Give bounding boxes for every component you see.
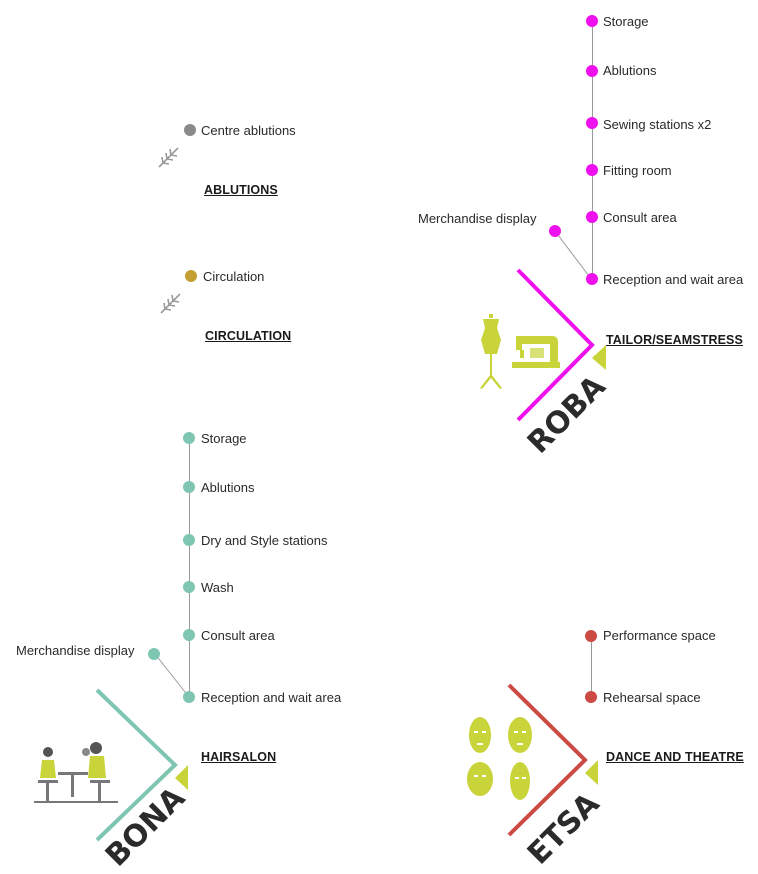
tailor-spine-line: [592, 20, 593, 280]
hairsalon-label-ablutions: Ablutions: [201, 480, 255, 495]
tailor-label-sewing: Sewing stations x2: [603, 117, 712, 132]
sewing-machine-icon: [512, 336, 560, 368]
tailor-label-reception: Reception and wait area: [603, 272, 744, 287]
hairsalon-label-wash: Wash: [201, 580, 234, 595]
hairsalon-node-dry-style: [183, 534, 195, 546]
tailor-label-consult: Consult area: [603, 210, 677, 225]
tailor-node-merchandise: [549, 225, 561, 237]
tailor-title: TAILOR/SEAMSTRESS: [606, 333, 743, 347]
tailor-node-sewing: [586, 117, 598, 129]
tailor-label-fitting: Fitting room: [603, 163, 672, 178]
tailor-label-ablutions: Ablutions: [603, 63, 657, 78]
feather-icon: [160, 293, 181, 314]
mannequin-icon: [480, 314, 502, 389]
dance-node-performance: [585, 630, 597, 642]
dance-spine-line: [591, 636, 592, 698]
ablutions-item-label: Centre ablutions: [201, 123, 296, 138]
ablutions-title: ABLUTIONS: [204, 183, 278, 197]
dance-label-performance: Performance space: [603, 628, 716, 643]
hairsalon-node-reception: [183, 691, 195, 703]
tailor-node-storage: [586, 15, 598, 27]
dance-label-rehearsal: Rehearsal space: [603, 690, 701, 705]
hairsalon-spine-line: [189, 438, 190, 698]
dance-title: DANCE AND THEATRE: [606, 750, 744, 764]
circulation-item-label: Circulation: [203, 269, 265, 284]
circulation-node: [185, 270, 197, 282]
tailor-node-ablutions: [586, 65, 598, 77]
hairsalon-node-wash: [183, 581, 195, 593]
hairsalon-label-dry-style: Dry and Style stations: [201, 533, 328, 548]
hairsalon-label-reception: Reception and wait area: [201, 690, 342, 705]
tailor-node-reception: [586, 273, 598, 285]
ablutions-node: [184, 124, 196, 136]
hairsalon-node-consult: [183, 629, 195, 641]
feather-icon: [158, 147, 179, 168]
tailor-node-fitting: [586, 164, 598, 176]
hairsalon-node-storage: [183, 432, 195, 444]
hairsalon-label-storage: Storage: [201, 431, 247, 446]
hairsalon-node-merchandise: [148, 648, 160, 660]
hairsalon-label-consult: Consult area: [201, 628, 275, 643]
tailor-node-consult: [586, 211, 598, 223]
tailor-label-merchandise: Merchandise display: [418, 211, 537, 226]
dance-node-rehearsal: [585, 691, 597, 703]
hairsalon-title: HAIRSALON: [201, 750, 277, 764]
salon-scene-icon: [34, 742, 118, 803]
circulation-title: CIRCULATION: [205, 329, 292, 343]
african-mask-icon: [467, 717, 532, 800]
tailor-label-storage: Storage: [603, 14, 649, 29]
hairsalon-label-merchandise: Merchandise display: [16, 643, 135, 658]
hairsalon-node-ablutions: [183, 481, 195, 493]
